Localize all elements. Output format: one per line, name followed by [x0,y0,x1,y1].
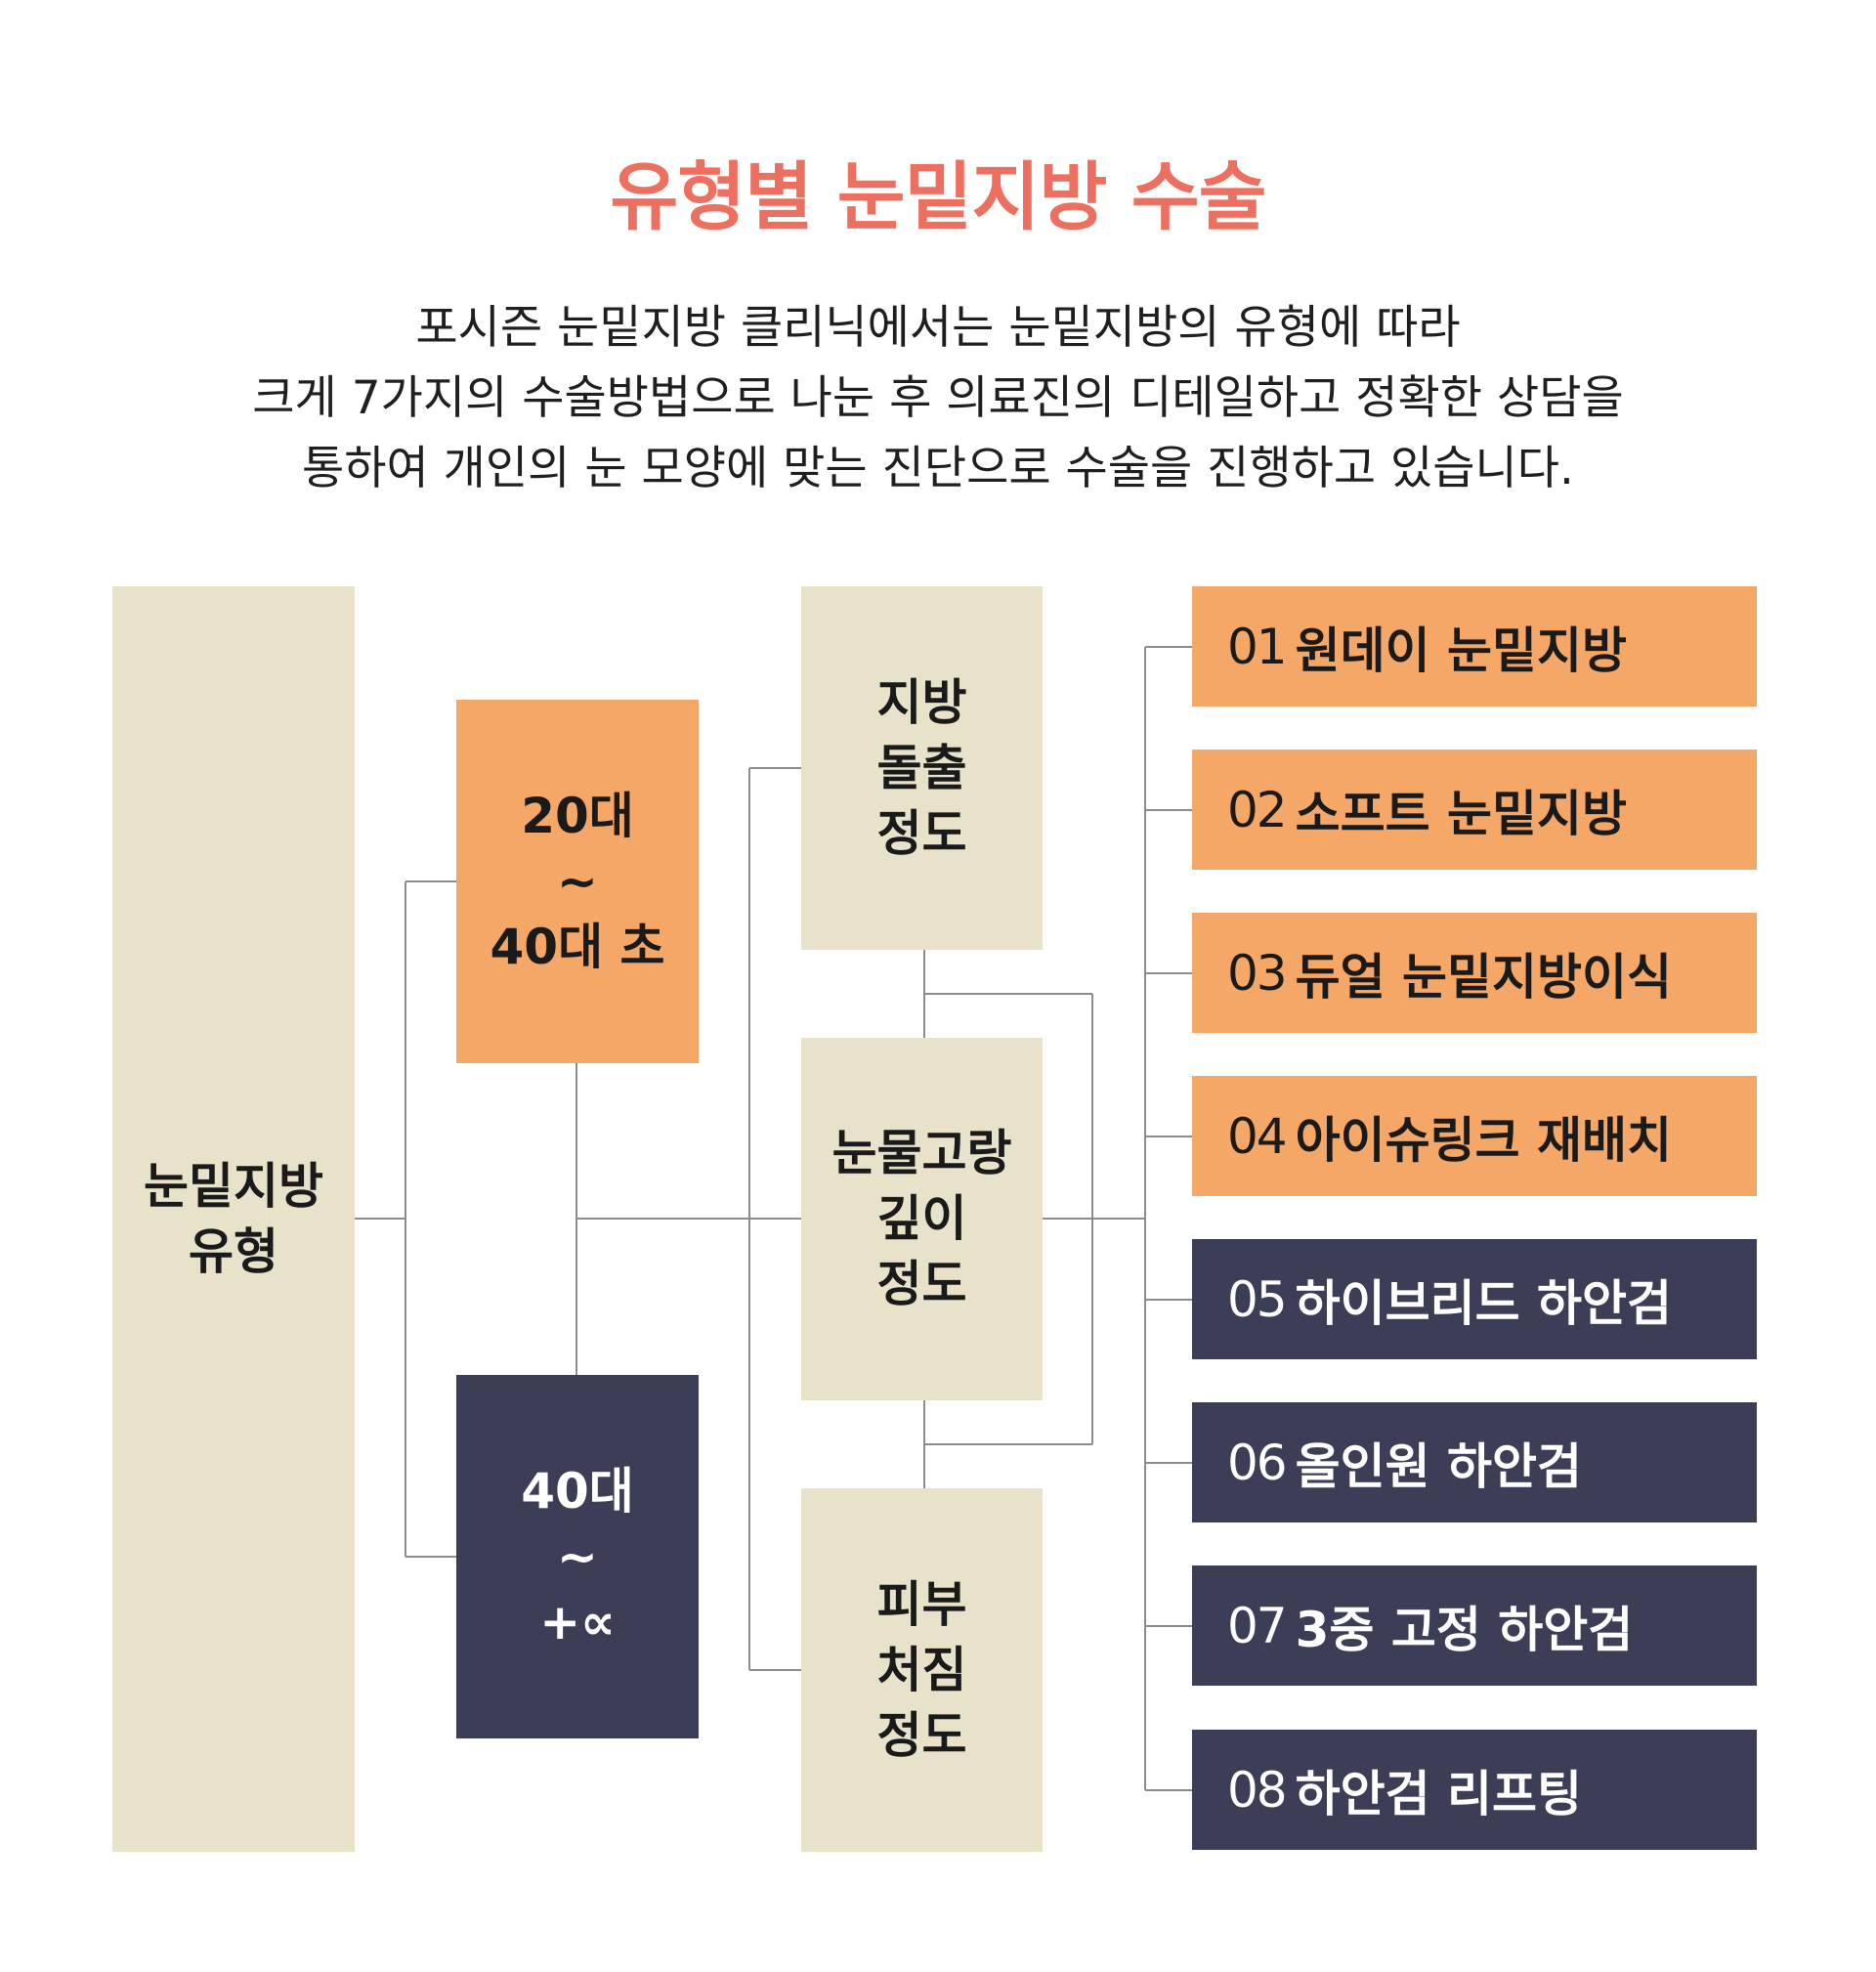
criterion-line: 돌출 [876,739,967,796]
option-number: 06 [1227,1434,1288,1491]
criterion-tear-trough: 눈물고랑 깊이 정도 [801,1038,1043,1400]
option-label: 아이슈링크 재배치 [1295,1111,1673,1169]
option-number: 03 [1227,944,1288,1002]
option-label: 하이브리드 하안검 [1295,1274,1673,1332]
intro-line-2: 크게 7가지의 수술방법으로 나눈 후 의료진의 디테일하고 정확한 상담을 [252,371,1624,425]
root-line: 눈밑지방 [144,1157,323,1215]
option-label: 원데이 눈밑지방 [1295,622,1628,679]
option-number: 05 [1227,1270,1288,1328]
criterion-line: 깊이 [876,1190,967,1247]
root-line: 유형 [189,1222,278,1280]
option-06-allinone: 06 올인원 하안검 [1192,1402,1757,1522]
age-line: +∝ [539,1593,616,1650]
age-line: 20대 [521,787,634,844]
age-line: ~ [557,852,598,910]
page-title: 유형별 눈밑지방 수술 [610,153,1266,240]
criterion-line: 눈물고랑 [831,1125,1012,1181]
age-line: 40대 초 [490,918,665,975]
criterion-fat-protrusion: 지방 돌출 정도 [801,586,1043,950]
intro-line-3: 통하여 개인의 눈 모양에 맞는 진단으로 수술을 진행하고 있습니다. [302,442,1574,495]
option-04-eyeshrink: 04 아이슈링크 재배치 [1192,1076,1757,1196]
option-07-triple-fix: 07 3중 고정 하안검 [1192,1565,1757,1686]
criterion-line: 처짐 [876,1641,967,1698]
criterion-line: 피부 [876,1575,967,1633]
option-08-lifting: 08 하안검 리프팅 [1192,1730,1757,1850]
criterion-line: 정도 [876,1256,967,1312]
option-label: 올인원 하안검 [1295,1437,1583,1495]
option-02-soft: 02 소프트 눈밑지방 [1192,750,1757,870]
criterion-line: 지방 [876,673,967,731]
criterion-line: 정도 [876,1706,967,1764]
age-group-20s-40s: 20대 ~ 40대 초 [456,700,699,1063]
intro-text: 포시즌 눈밑지방 클리닉에서는 눈밑지방의 유형에 따라 크게 7가지의 수술방… [0,293,1876,504]
option-label: 3중 고정 하안검 [1295,1601,1634,1658]
option-label: 하안검 리프팅 [1295,1765,1583,1822]
option-number: 01 [1227,618,1288,675]
option-number: 07 [1227,1597,1288,1654]
option-number: 02 [1227,781,1288,838]
option-01-oneday: 01 원데이 눈밑지방 [1192,586,1757,707]
intro-line-1: 포시즌 눈밑지방 클리닉에서는 눈밑지방의 유형에 따라 [415,301,1461,355]
option-05-hybrid: 05 하이브리드 하안검 [1192,1239,1757,1359]
option-label: 듀얼 눈밑지방이식 [1295,948,1673,1006]
age-group-40s-plus: 40대 ~ +∝ [456,1375,699,1738]
criterion-line: 정도 [876,804,967,862]
age-line: ~ [557,1527,598,1585]
option-number: 08 [1227,1761,1288,1819]
age-line: 40대 [521,1462,634,1520]
root-box: 눈밑지방 유형 [112,586,355,1852]
option-label: 소프트 눈밑지방 [1295,785,1628,842]
criterion-skin-sagging: 피부 처짐 정도 [801,1488,1043,1852]
option-number: 04 [1227,1107,1288,1165]
option-03-dual: 03 듀얼 눈밑지방이식 [1192,913,1757,1033]
